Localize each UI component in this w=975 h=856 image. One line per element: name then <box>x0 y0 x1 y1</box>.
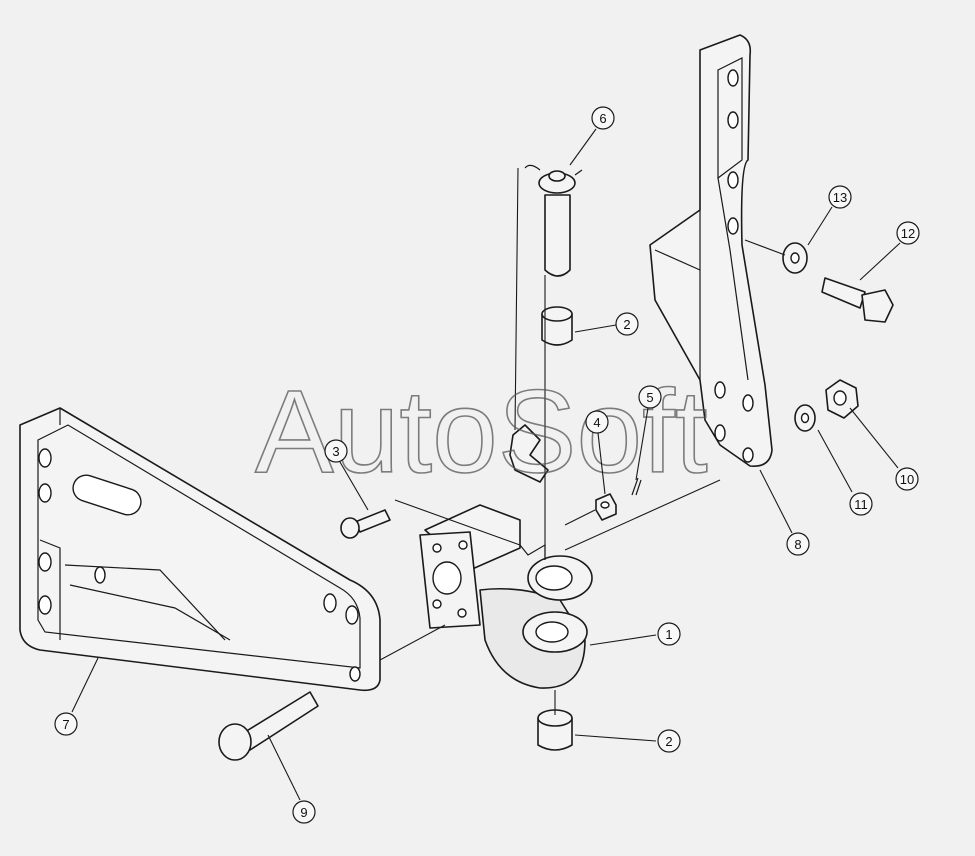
svg-text:5: 5 <box>646 390 653 405</box>
part-3-small-bolt <box>340 509 391 539</box>
callout-10: 10 <box>895 467 919 491</box>
svg-text:2: 2 <box>623 317 630 332</box>
callout-7: 7 <box>54 712 78 736</box>
part-2-bushing-bottom <box>537 709 573 751</box>
svg-text:12: 12 <box>901 226 915 241</box>
svg-text:2: 2 <box>665 734 672 749</box>
latch-hook <box>509 424 549 483</box>
callout-5: 5 <box>638 385 662 409</box>
callout-13: 13 <box>828 185 852 209</box>
svg-text:6: 6 <box>599 111 606 126</box>
part-9-long-bolt <box>218 691 319 761</box>
callout-3: 3 <box>324 439 348 463</box>
svg-text:3: 3 <box>332 444 339 459</box>
part-11-washer <box>794 404 816 432</box>
svg-text:1: 1 <box>665 627 672 642</box>
svg-text:11: 11 <box>854 497 868 512</box>
callout-2-top: 2 <box>615 312 639 336</box>
watermark-text: AutoSoft <box>255 366 708 498</box>
callout-9: 9 <box>292 800 316 824</box>
svg-text:13: 13 <box>833 190 847 205</box>
part-8-vertical-bracket <box>649 34 773 467</box>
part-6-coupling-pin <box>524 164 583 277</box>
part-2-bushing-top <box>541 306 573 346</box>
svg-text:7: 7 <box>62 717 69 732</box>
part-7-side-bracket <box>19 407 381 692</box>
callout-1: 1 <box>657 622 681 646</box>
callout-leaders <box>71 128 901 801</box>
svg-text:10: 10 <box>900 472 914 487</box>
svg-text:8: 8 <box>794 537 801 552</box>
part-5-cotter-pin <box>631 477 642 496</box>
callout-11: 11 <box>849 492 873 516</box>
part-13-washer <box>782 242 808 274</box>
callout-12: 12 <box>896 221 920 245</box>
callout-8: 8 <box>786 532 810 556</box>
callout-2-bottom: 2 <box>657 729 681 753</box>
part-4-nut <box>595 493 617 521</box>
part-12-bolt <box>821 277 894 323</box>
assembly-lines <box>379 167 786 715</box>
part-1-coupling-jaw <box>419 504 593 689</box>
callout-6: 6 <box>591 106 615 130</box>
callout-4: 4 <box>585 410 609 434</box>
svg-text:9: 9 <box>300 805 307 820</box>
svg-text:4: 4 <box>593 415 600 430</box>
